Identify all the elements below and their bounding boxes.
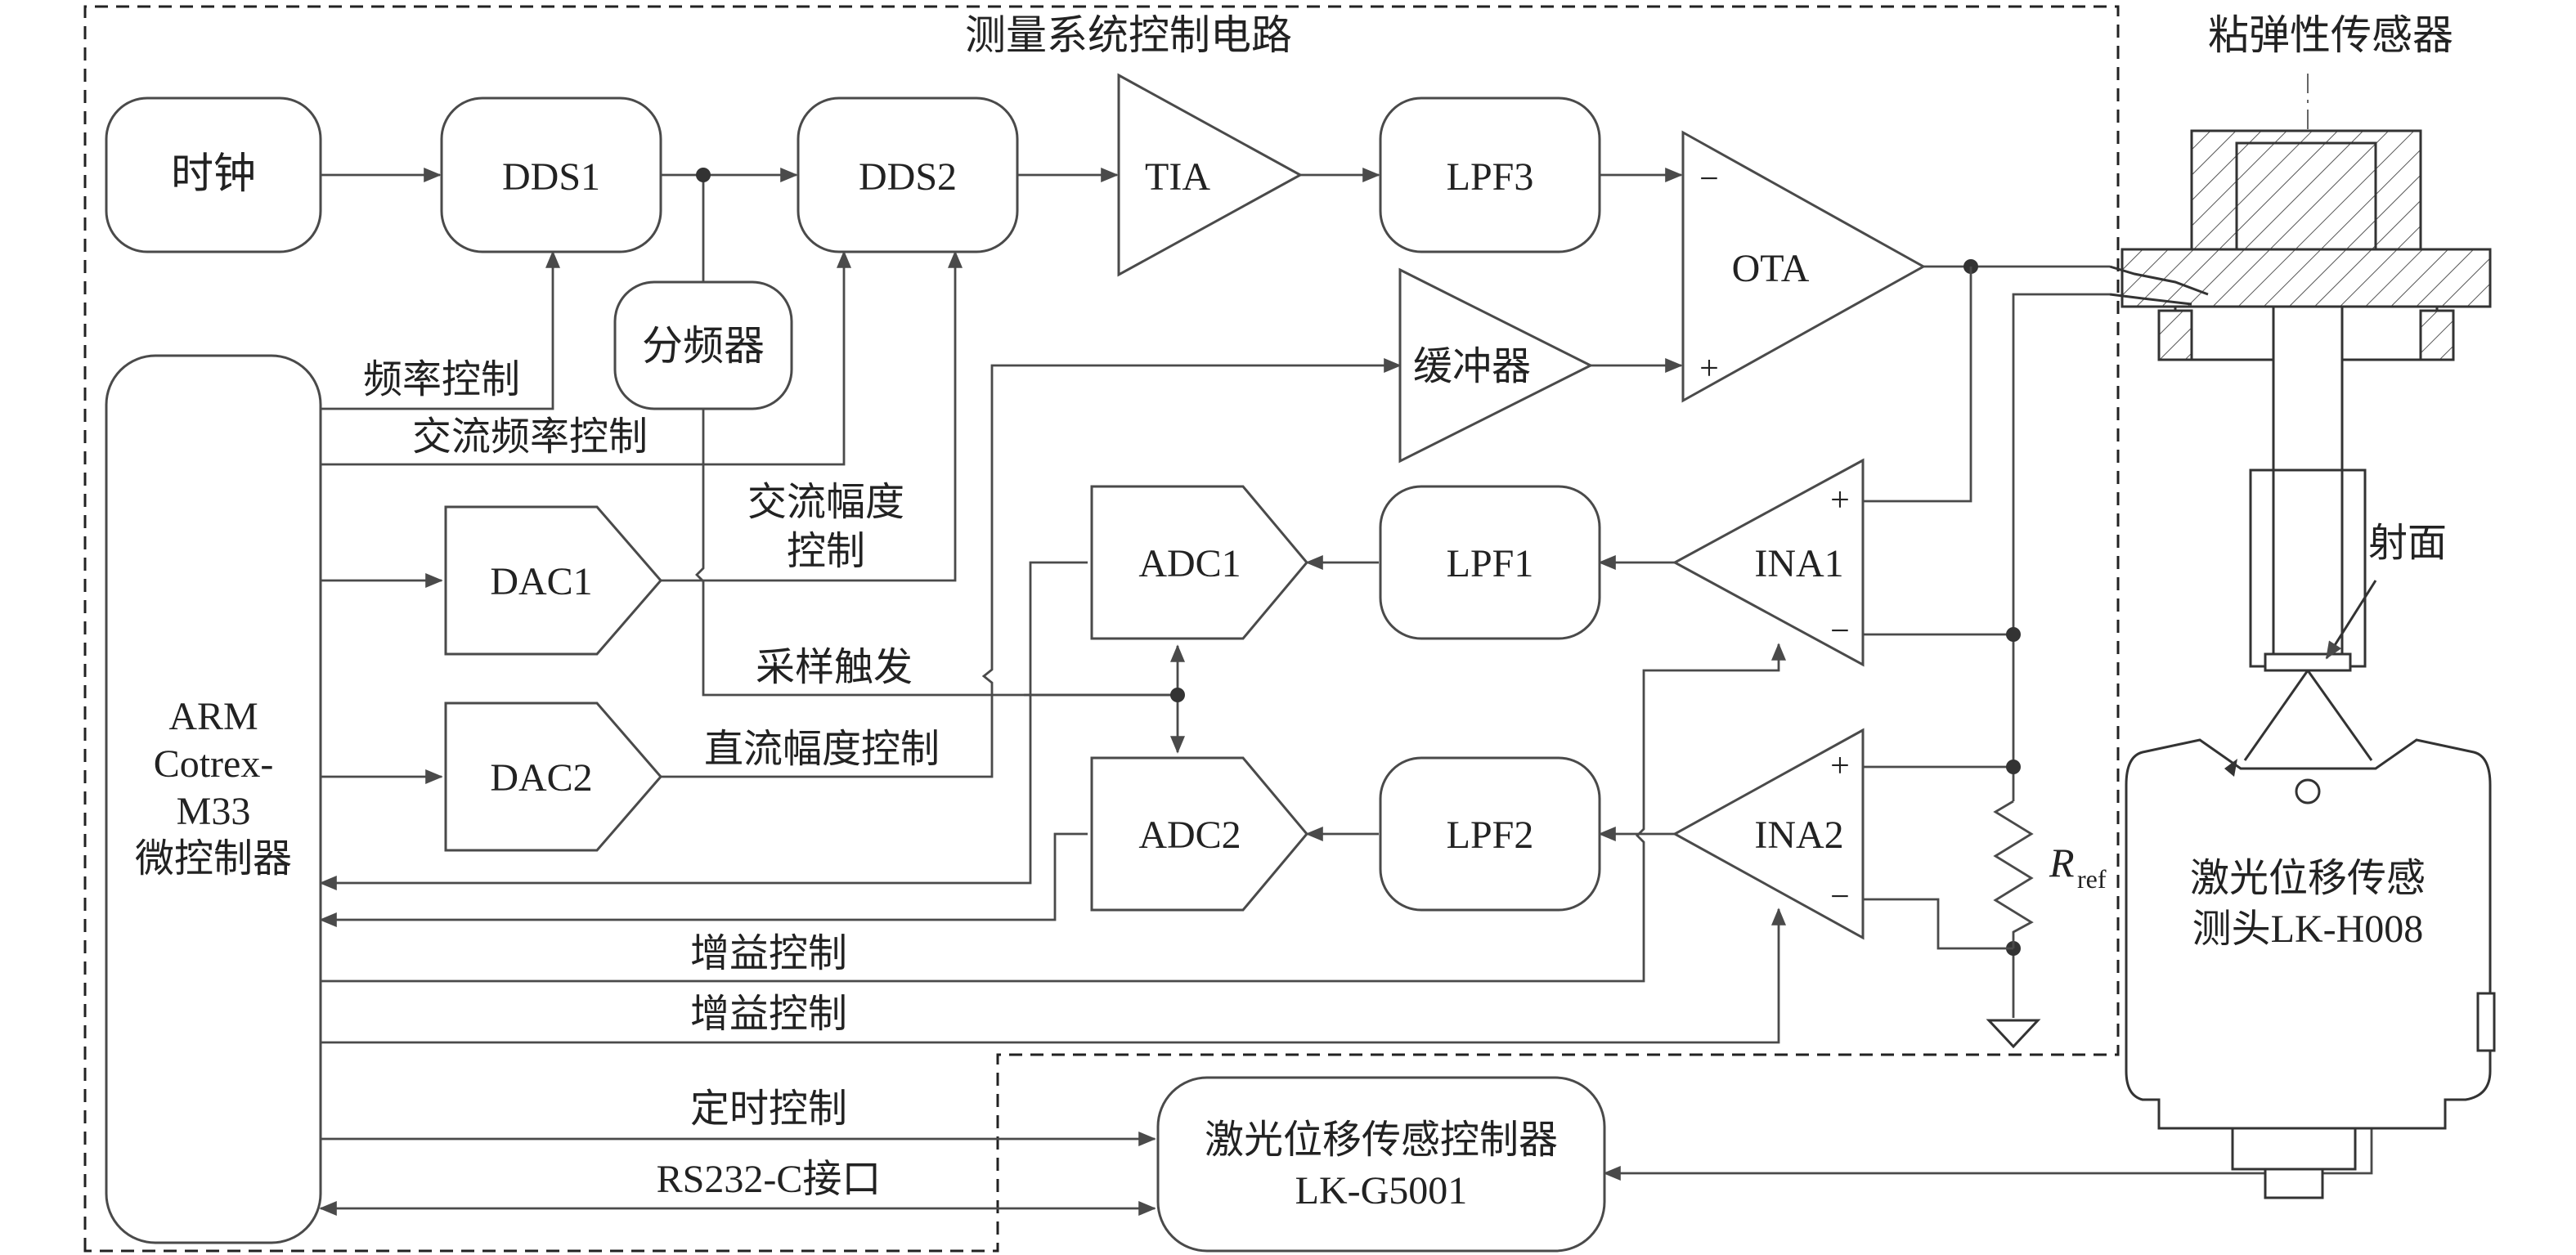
mcu-label-line2: Cotrex- xyxy=(154,742,274,786)
label-ac-amp-ctrl-2: 控制 xyxy=(787,530,865,573)
laser-head-line2: 测头LK-H008 xyxy=(2192,908,2424,951)
label-ac-freq-ctrl: 交流频率控制 xyxy=(412,415,648,459)
block-dds1-label: DDS1 xyxy=(502,155,600,199)
label-rs232: RS232-C接口 xyxy=(657,1158,882,1201)
rref-label: R xyxy=(2049,840,2075,885)
mcu-label-line4: 微控制器 xyxy=(135,837,292,881)
laser-controller-line2: LK-G5001 xyxy=(1295,1169,1468,1212)
reference-resistor: R ref xyxy=(1993,800,2107,948)
ina1-minus-pin: − xyxy=(1830,612,1850,650)
label-freq-ctrl: 频率控制 xyxy=(363,358,520,401)
block-dac1: DAC1 xyxy=(444,505,662,656)
block-divider: 分频器 xyxy=(613,280,793,410)
mcu-label-line3: M33 xyxy=(177,790,251,833)
block-ota-label: OTA xyxy=(1732,247,1810,290)
block-mcu: ARM Cotrex- M33 微控制器 xyxy=(105,354,322,1244)
block-dac2-label: DAC2 xyxy=(490,756,592,800)
label-gain-ctrl-2: 增益控制 xyxy=(690,993,847,1036)
label-timing-ctrl: 定时控制 xyxy=(690,1087,847,1131)
viscoelastic-sensor-drawing xyxy=(2109,74,2492,761)
ina2-plus-pin: + xyxy=(1830,747,1850,785)
block-dds2-label: DDS2 xyxy=(859,155,957,199)
laser-head-line1: 激光位移传感 xyxy=(2190,857,2426,900)
block-ina2-label: INA2 xyxy=(1754,814,1843,857)
block-dac2: DAC2 xyxy=(444,701,662,852)
block-buffer: 缓冲器 xyxy=(1398,267,1594,464)
ota-plus-pin: + xyxy=(1699,350,1719,388)
block-divider-label: 分频器 xyxy=(642,323,765,369)
label-ac-amp-ctrl-1: 交流幅度 xyxy=(747,481,904,524)
block-ota: OTA − + xyxy=(1681,130,1927,403)
mcu-label-line1: ARM xyxy=(168,695,258,738)
control-circuit-border xyxy=(83,5,2120,1253)
block-adc1-label: ADC1 xyxy=(1138,542,1241,585)
ina2-minus-pin: − xyxy=(1830,878,1850,916)
block-adc1: ADC1 xyxy=(1090,485,1308,640)
label-gain-ctrl-1: 增益控制 xyxy=(690,932,847,975)
block-adc2: ADC2 xyxy=(1090,756,1308,912)
control-circuit-title: 测量系统控制电路 xyxy=(965,12,1292,58)
block-lpf1-label: LPF1 xyxy=(1447,542,1534,585)
ina1-plus-pin: + xyxy=(1830,482,1850,519)
block-dds2: DDS2 xyxy=(797,96,1019,253)
block-lpf3: LPF3 xyxy=(1379,96,1601,253)
region-borders xyxy=(83,5,2120,1253)
block-dds1: DDS1 xyxy=(440,96,662,253)
ota-minus-pin: − xyxy=(1699,160,1719,198)
block-tia: TIA xyxy=(1117,73,1304,277)
laser-head-device: 激光位移传感 测头LK-H008 xyxy=(2125,738,2496,1199)
block-lpf1: LPF1 xyxy=(1379,485,1601,640)
sensor-title: 粘弹性传感器 xyxy=(2208,12,2453,58)
block-buffer-label: 缓冲器 xyxy=(1413,345,1531,388)
wires xyxy=(317,168,2373,1216)
block-ina2: INA2 + − xyxy=(1672,728,1865,940)
ground-symbol xyxy=(1986,1019,2041,1049)
block-adc2-label: ADC2 xyxy=(1138,814,1241,857)
laser-controller-line1: 激光位移传感控制器 xyxy=(1205,1118,1558,1162)
label-dc-amp-ctrl: 直流幅度控制 xyxy=(704,728,940,771)
block-tia-label: TIA xyxy=(1145,155,1210,199)
block-clock: 时钟 xyxy=(105,96,322,253)
block-lpf2: LPF2 xyxy=(1379,756,1601,912)
block-clock-label: 时钟 xyxy=(171,151,256,198)
block-ina1-label: INA1 xyxy=(1754,542,1843,585)
block-dac1-label: DAC1 xyxy=(490,560,592,603)
block-lpf3-label: LPF3 xyxy=(1447,155,1534,199)
label-sample-trigger: 采样触发 xyxy=(756,646,913,689)
block-laser-controller: 激光位移传感控制器 LK-G5001 xyxy=(1156,1076,1606,1253)
block-ina1: INA1 + − xyxy=(1672,458,1865,667)
rref-subscript: ref xyxy=(2077,864,2107,894)
block-lpf2-label: LPF2 xyxy=(1447,814,1534,857)
